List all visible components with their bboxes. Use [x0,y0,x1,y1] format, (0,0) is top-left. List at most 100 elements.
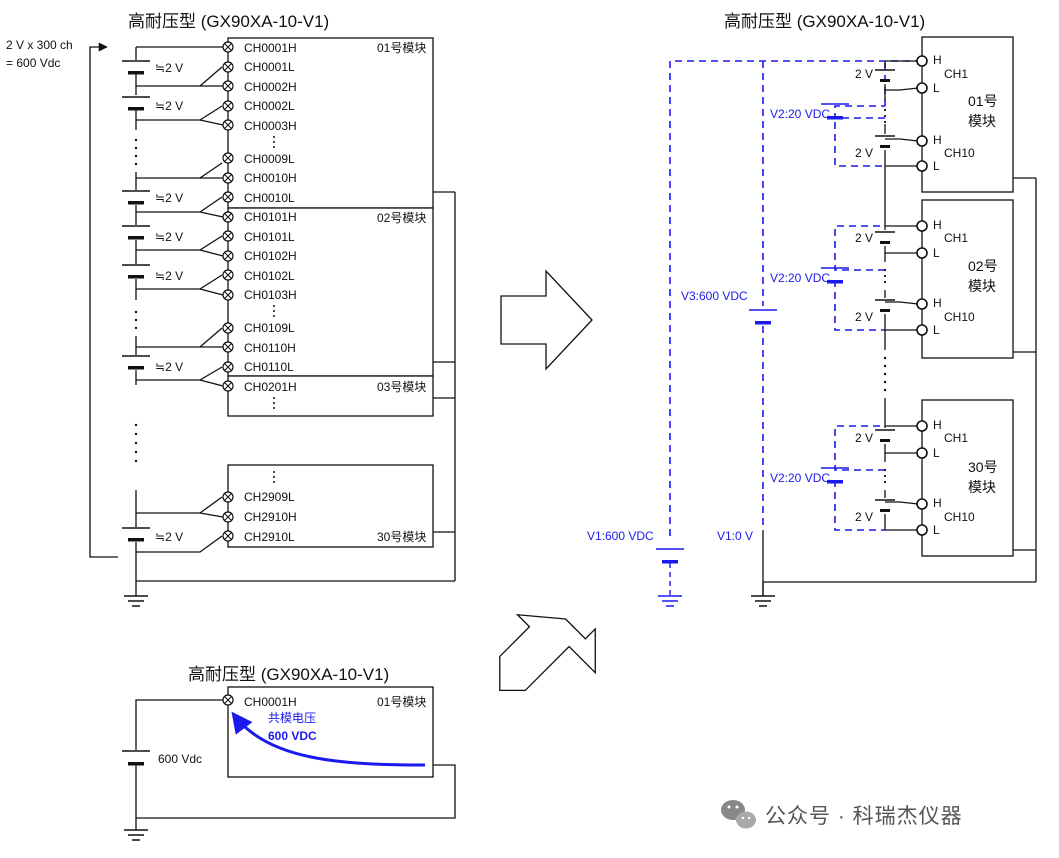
ch1-label: CH1 [944,431,968,445]
battery-cell [122,190,150,205]
channel-label: CH0002H [244,80,297,94]
channel-label: CH0101L [244,230,295,244]
battery-label: ≒2 V [155,99,183,113]
battery-label: ≒2 V [155,61,183,75]
module-box-03 [227,375,434,417]
terminal-h-label: H [933,496,942,510]
cell-label: 2 V [855,67,873,81]
terminal-l-label: L [933,246,940,260]
channel-label: CH0001L [244,60,295,74]
terminal-l-label: L [933,159,940,173]
right-title: 高耐压型 (GX90XA-10-V1) [724,12,925,31]
v2-label: V2:20 VDC [770,271,830,285]
module-name-line2: 模块 [968,113,996,129]
module-name-line2: 模块 [968,278,996,294]
watermark-text: 公众号 · 科瑞杰仪器 [765,805,963,828]
terminal-l-label: L [933,523,940,537]
module-box-30 [227,464,434,548]
ch10-label: CH10 [944,510,975,524]
bottom-ground-icon [124,829,148,841]
channel-label: CH0102H [244,249,297,263]
terminal-l-label: L [933,323,940,337]
terminal-l-label: L [933,446,940,460]
battery-cell [122,96,150,111]
terminal-crosses [224,43,232,540]
blue-ground-icon [658,595,682,607]
module-name-line2: 模块 [968,479,996,495]
cell-label: 2 V [855,310,873,324]
terminal-h-label: H [933,53,942,67]
bottom-terminal-cross [224,696,232,704]
right-ground-icon [751,582,775,607]
v3-label: V3:600 VDC [681,289,748,303]
module-label-01: 01号模块 [377,41,426,55]
bottom-title: 高耐压型 (GX90XA-10-V1) [188,665,389,684]
module-name-line1: 02号 [968,258,998,274]
bottom-channel-label: CH0001H [244,695,297,709]
right-wiring [762,60,1037,583]
battery-label: ≒2 V [155,230,183,244]
right-string-dots [883,108,887,484]
ch1-label: CH1 [944,67,968,81]
battery-cell [122,264,150,279]
battery-cell [122,527,150,542]
common-mode-arrow [231,711,426,767]
channel-label: CH2909L [244,490,295,504]
channel-label: CH0102L [244,269,295,283]
battery-label: ≒2 V [155,530,183,544]
battery-cells [122,60,150,542]
bottom-panel: 高耐压型 (GX90XA-10-V1) CH0001H 01号模块 600 Vd… [122,665,456,841]
terminal-h-label: H [933,296,942,310]
reference-lines [669,60,920,536]
watermark: 公众号 · 科瑞杰仪器 [721,800,963,829]
module-box-01 [227,37,434,209]
channel-label: CH0010L [244,191,295,205]
channel-label: CH0103H [244,288,297,302]
battery-cell [122,225,150,240]
left-panel: 高耐压型 (GX90XA-10-V1) 2 V x 300 ch = 600 V… [6,12,456,607]
blue-sources [656,103,849,596]
bottom-source-label: 600 Vdc [158,752,202,766]
module-continuation-dots [273,136,275,483]
terminal-h-label: H [933,133,942,147]
channel-label: CH2910H [244,510,297,524]
left-note-line1: 2 V x 300 ch [6,38,73,52]
module-label-03: 03号模块 [377,380,426,394]
v2-label: V2:20 VDC [770,107,830,121]
module-label-30: 30号模块 [377,530,426,544]
v1-label: V1:600 VDC [587,529,654,543]
bottom-module-label: 01号模块 [377,695,426,709]
channel-label: CH0002L [244,99,295,113]
channel-label: CH0009L [244,152,295,166]
battery-string [135,46,223,596]
channel-label: CH2910L [244,530,295,544]
bottom-module-box [227,686,434,778]
module-box-02 [227,207,434,377]
right-module-box-30 [921,399,1014,557]
right-cells [875,69,895,512]
ch10-label: CH10 [944,310,975,324]
left-title: 高耐压型 (GX90XA-10-V1) [128,12,329,31]
channel-label: CH0001H [244,41,297,55]
down-left-arrow-icon [499,613,596,692]
battery-string-dots [134,138,138,463]
battery-label: ≒2 V [155,269,183,283]
terminal-l-label: L [933,81,940,95]
total-voltage-arrow [89,42,118,558]
channel-label: CH0110H [244,341,296,355]
cell-label: 2 V [855,231,873,245]
bottom-wiring [135,699,456,830]
channel-label: CH0003H [244,119,297,133]
battery-cell [122,60,150,75]
v2-label: V2:20 VDC [770,471,830,485]
left-note-line2: = 600 Vdc [6,56,60,70]
terminal-h-label: H [933,218,942,232]
module-name-line1: 30号 [968,459,998,475]
right-panel: 高耐压型 (GX90XA-10-V1) [587,12,1037,607]
battery-cell [122,355,150,370]
right-arrow-icon [500,269,593,371]
battery-label: ≒2 V [155,360,183,374]
right-module-box-02 [921,199,1014,359]
channel-wiring [136,66,456,582]
